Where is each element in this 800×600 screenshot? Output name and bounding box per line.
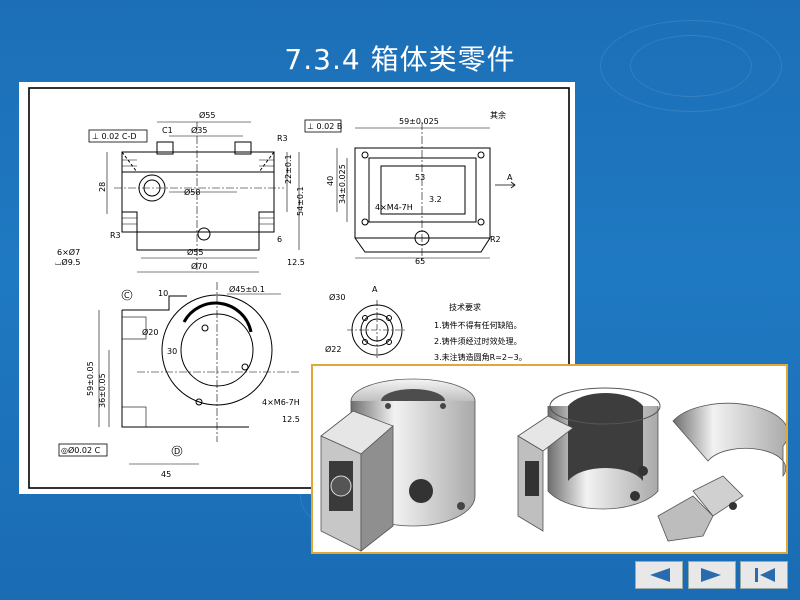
front-view: [88, 119, 342, 273]
next-icon: [701, 568, 721, 582]
svg-text:65: 65: [415, 257, 425, 266]
detail-view-labels: Ø30 A Ø22: [325, 285, 378, 354]
svg-text:Ø30: Ø30: [329, 292, 345, 302]
svg-text:Ø70: Ø70: [191, 261, 207, 271]
svg-text:Ø45±0.1: Ø45±0.1: [229, 284, 265, 294]
svg-text:28: 28: [98, 182, 107, 192]
svg-text:12.5: 12.5: [287, 258, 305, 267]
svg-text:A: A: [372, 285, 378, 294]
side-view-labels: 59±0.025 53 40 34±0.025 4×M4-7H 3.2 R2 6…: [326, 110, 513, 266]
plan-view: [58, 282, 299, 465]
last-icon: [755, 568, 775, 582]
svg-text:R3: R3: [110, 231, 121, 240]
svg-text:22±0.1: 22±0.1: [284, 154, 293, 184]
svg-text:34±0.025: 34±0.025: [338, 164, 347, 204]
svg-text:36±0.05: 36±0.05: [98, 373, 107, 408]
svg-text:⊥ 0.02 B: ⊥ 0.02 B: [307, 122, 342, 131]
svg-text:⊥ 0.02 C-D: ⊥ 0.02 C-D: [92, 132, 137, 141]
svg-text:Ø55: Ø55: [199, 110, 215, 120]
model-cut-part: [657, 402, 786, 542]
svg-text:Ø20: Ø20: [142, 327, 158, 337]
svg-text:Ø58: Ø58: [184, 187, 200, 197]
last-button[interactable]: [740, 561, 788, 589]
3d-model-image: [311, 364, 788, 554]
slide-title: 7.3.4 箱体类零件: [284, 43, 516, 76]
svg-text:C: C: [124, 291, 130, 300]
prev-button[interactable]: [635, 561, 683, 589]
svg-text:53: 53: [415, 173, 425, 182]
svg-text:12.5: 12.5: [282, 415, 300, 424]
svg-text:R2: R2: [490, 235, 501, 244]
ripple-decoration: [600, 20, 782, 112]
svg-text:2.铸件须经过时效处理。: 2.铸件须经过时效处理。: [434, 336, 522, 346]
svg-text:6: 6: [277, 235, 282, 244]
drawing-canvas: Ø55 Ø35 ⊥ 0.02 C-D C1 R3 ⊥ 0.02 B Ø58 28…: [28, 87, 570, 489]
svg-text:59±0.05: 59±0.05: [86, 361, 95, 396]
model-full: [320, 378, 476, 552]
tech-requirements: 技术要求 1.铸件不得有任何缺陷。 2.铸件须经过时效处理。 3.未注铸造圆角R…: [434, 302, 527, 362]
svg-text:A: A: [507, 173, 513, 182]
model-section: [517, 387, 661, 532]
svg-text:Ø22: Ø22: [325, 344, 341, 354]
svg-text:Ø35: Ø35: [191, 125, 207, 135]
svg-text:3.未注铸造圆角R=2~3。: 3.未注铸造圆角R=2~3。: [434, 352, 527, 362]
svg-text:6×Ø7: 6×Ø7: [57, 247, 80, 257]
drawing-border: [28, 87, 570, 489]
detail-view: [347, 300, 407, 360]
svg-text:⌴Ø9.5: ⌴Ø9.5: [55, 257, 80, 267]
svg-text:技术要求: 技术要求: [449, 302, 481, 312]
svg-text:Ø55: Ø55: [187, 247, 203, 257]
svg-text:D: D: [174, 447, 180, 456]
svg-text:59±0.025: 59±0.025: [399, 117, 439, 126]
svg-text:C1: C1: [162, 126, 173, 135]
svg-text:R3: R3: [277, 134, 288, 143]
prev-icon: [650, 568, 670, 582]
ripple-decoration: [630, 35, 752, 97]
svg-text:10: 10: [158, 289, 168, 298]
svg-text:3.2: 3.2: [429, 195, 442, 204]
svg-text:45: 45: [161, 470, 171, 479]
plan-view-labels: 10 C Ø45±0.1 Ø20 30 59±0.05 36±0.05 4×M6…: [61, 284, 300, 479]
svg-text:◎Ø0.02 C: ◎Ø0.02 C: [61, 445, 101, 455]
svg-text:4×M4-7H: 4×M4-7H: [375, 203, 413, 212]
svg-text:1.铸件不得有任何缺陷。: 1.铸件不得有任何缺陷。: [434, 320, 522, 330]
next-button[interactable]: [688, 561, 736, 589]
3d-render: [320, 378, 786, 552]
svg-text:30: 30: [167, 347, 177, 356]
svg-text:40: 40: [326, 176, 335, 186]
svg-text:4×M6-7H: 4×M6-7H: [262, 398, 300, 407]
svg-text:54±0.1: 54±0.1: [296, 186, 305, 216]
svg-text:其余: 其余: [490, 110, 506, 120]
side-view: [336, 122, 516, 262]
front-view-labels: Ø55 Ø35 ⊥ 0.02 C-D C1 R3 ⊥ 0.02 B Ø58 28…: [55, 110, 342, 271]
